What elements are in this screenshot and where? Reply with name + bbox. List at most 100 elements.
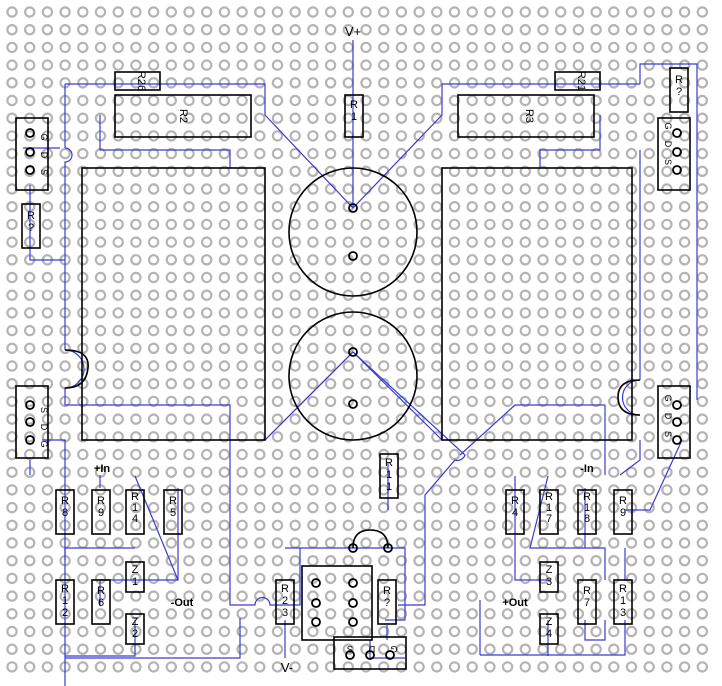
board-hole: [678, 218, 691, 231]
board-hole: [94, 271, 107, 284]
fet-bottom-pin-g: G: [390, 644, 397, 654]
board-hole: [324, 59, 337, 71]
board-hole: [183, 130, 195, 142]
board-hole: [6, 519, 18, 532]
board-hole: [130, 218, 142, 231]
board-hole: [236, 289, 248, 301]
board-hole: [289, 236, 301, 248]
board-hole: [484, 519, 496, 532]
board-hole: [218, 6, 231, 18]
board-hole: [608, 395, 620, 408]
board-hole: [537, 147, 549, 160]
board-hole: [590, 24, 602, 36]
board-hole: [572, 147, 585, 160]
board-hole: [271, 643, 284, 655]
board-hole: [519, 395, 532, 408]
board-hole: [696, 24, 709, 36]
board-hole: [661, 147, 673, 160]
board-hole: [94, 200, 107, 213]
board-hole: [431, 378, 443, 390]
board-hole: [271, 112, 284, 124]
board-hole: [289, 41, 301, 54]
board-hole: [307, 112, 319, 124]
board-hole: [661, 378, 673, 390]
board-hole: [147, 643, 160, 655]
board-hole: [466, 130, 478, 142]
board-hole: [448, 236, 461, 248]
board-hole: [395, 661, 408, 673]
board-hole: [59, 413, 71, 425]
board-hole: [254, 590, 266, 602]
board-hole: [519, 94, 532, 107]
board-hole: [218, 572, 231, 585]
solder-pad: [348, 347, 358, 357]
board-hole: [501, 537, 514, 549]
board-hole: [254, 254, 266, 266]
board-hole: [324, 555, 337, 567]
board-hole: [200, 200, 213, 213]
board-hole: [342, 413, 354, 425]
board-hole: [448, 77, 461, 89]
board-hole: [41, 24, 54, 36]
board-hole: [696, 484, 709, 496]
board-hole: [254, 643, 266, 655]
board-hole: [484, 112, 496, 124]
board-hole: [501, 342, 514, 354]
board-hole: [519, 448, 532, 461]
board-hole: [342, 41, 354, 54]
board-hole: [519, 360, 532, 372]
solder-pad: [25, 128, 35, 138]
board-hole: [24, 24, 36, 36]
board-hole: [466, 448, 478, 461]
board-hole: [289, 165, 301, 177]
board-hole: [448, 501, 461, 514]
board-hole: [218, 218, 231, 231]
board-hole: [236, 501, 248, 514]
board-hole: [466, 537, 478, 549]
board-hole: [555, 24, 567, 36]
board-hole: [236, 324, 248, 337]
board-hole: [6, 342, 18, 354]
board-hole: [431, 608, 443, 620]
board-hole: [484, 431, 496, 443]
board-hole: [6, 236, 18, 248]
board-hole: [200, 254, 213, 266]
board-hole: [537, 378, 549, 390]
board-hole: [147, 94, 160, 107]
board-hole: [448, 431, 461, 443]
board-hole: [218, 254, 231, 266]
board-hole: [572, 537, 585, 549]
board-hole: [466, 625, 478, 638]
board-hole: [307, 378, 319, 390]
board-hole: [218, 608, 231, 620]
board-hole: [147, 147, 160, 160]
board-hole: [448, 555, 461, 567]
board-hole: [696, 519, 709, 532]
board-hole: [696, 501, 709, 514]
board-hole: [484, 77, 496, 89]
board-hole: [661, 501, 673, 514]
board-hole: [236, 395, 248, 408]
board-hole: [466, 200, 478, 213]
board-hole: [165, 6, 177, 18]
board-hole: [236, 112, 248, 124]
board-hole: [413, 200, 425, 213]
board-hole: [395, 484, 408, 496]
board-hole: [537, 590, 549, 602]
board-hole: [24, 342, 36, 354]
solder-pad: [25, 417, 35, 427]
board-hole: [643, 218, 655, 231]
board-hole: [519, 236, 532, 248]
board-hole: [484, 395, 496, 408]
board-hole: [448, 448, 461, 461]
board-hole: [360, 218, 372, 231]
board-hole: [147, 24, 160, 36]
board-hole: [24, 378, 36, 390]
board-hole: [590, 537, 602, 549]
board-hole: [94, 413, 107, 425]
board-hole: [289, 519, 301, 532]
board-hole: [183, 608, 195, 620]
board-hole: [236, 466, 248, 478]
